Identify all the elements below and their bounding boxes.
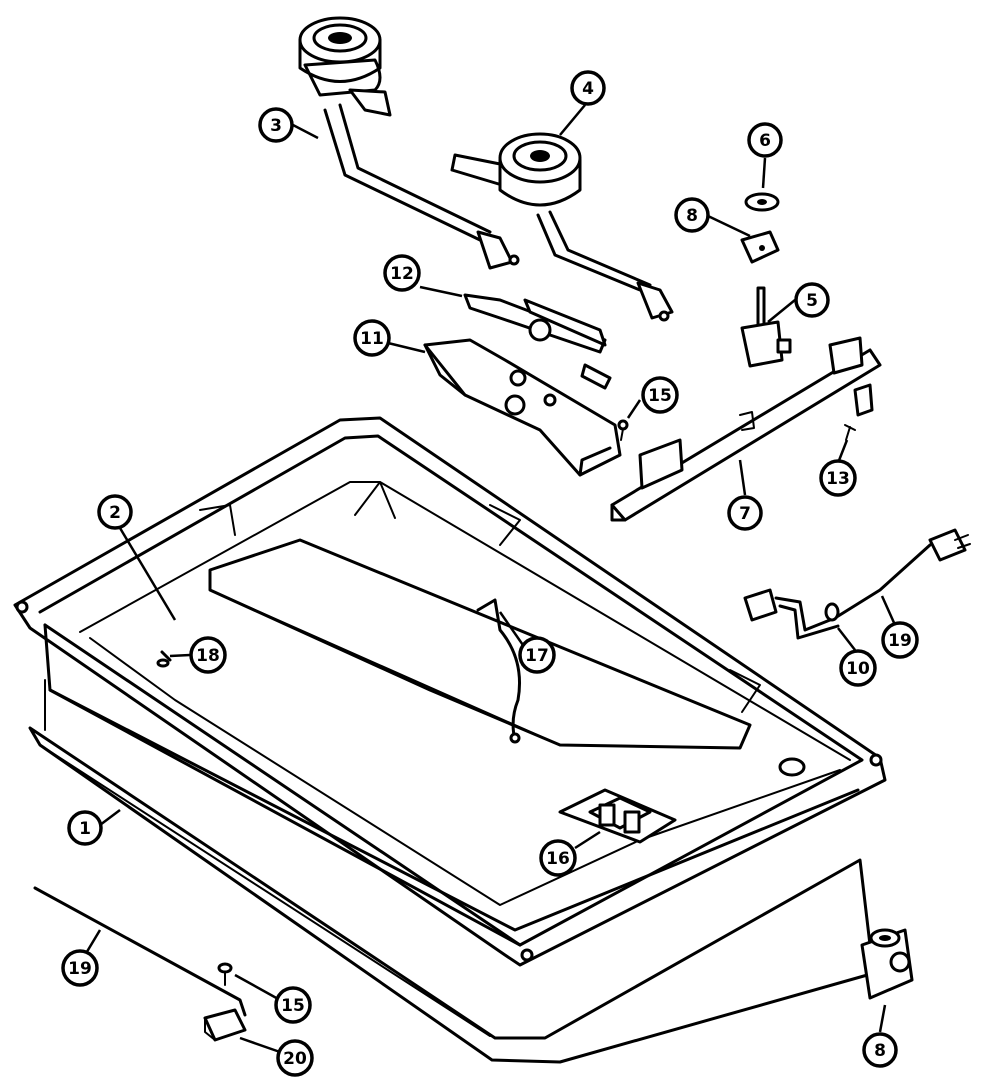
power-cord-assembly [743,528,971,640]
svg-text:5: 5 [806,291,818,311]
callout-10: 10 [839,649,877,687]
svg-text:3: 3 [270,116,282,136]
callout-6: 6 [747,122,783,158]
callout-8-top: 8 [674,197,710,233]
callout-13: 13 [819,459,857,497]
lower-bracket [203,1008,247,1042]
knob-washer [744,192,780,212]
callout-2: 2 [97,494,133,530]
svg-text:12: 12 [390,264,414,284]
callout-7: 7 [727,495,763,531]
svg-text:10: 10 [846,659,870,679]
callout-15-top: 15 [641,376,679,414]
right-burner-assembly [450,132,674,322]
svg-text:6: 6 [759,131,771,151]
callout-15-bottom: 15 [274,986,312,1024]
callout-16: 16 [539,839,577,877]
support-rod [33,886,247,1017]
svg-text:19: 19 [888,631,912,651]
callout-14: 17 [518,636,556,674]
callout-20: 20 [276,1039,314,1077]
callout-19: 19 [61,949,99,987]
gas-valve [740,286,792,368]
svg-text:15: 15 [281,996,305,1016]
svg-text:11: 11 [360,329,384,349]
screw-15-upper [617,419,629,441]
grommet-18 [156,650,172,668]
callout-11: 11 [353,319,391,357]
callout-18: 18 [189,636,227,674]
svg-text:8: 8 [686,206,698,226]
screw-15-lower [217,962,233,986]
svg-text:17: 17 [525,646,549,666]
svg-text:20: 20 [283,1049,307,1069]
cooktop-main-top [13,416,887,967]
svg-text:2: 2 [109,503,121,523]
svg-text:8: 8 [874,1041,886,1061]
burner-base-bracket [423,338,622,477]
svg-text:1: 1 [79,819,91,839]
callout-12: 12 [383,254,421,292]
callout-17: 19 [881,621,919,659]
svg-text:16: 16 [546,849,570,869]
svg-text:7: 7 [739,504,751,524]
callout-1: 1 [67,810,103,846]
svg-text:18: 18 [196,646,220,666]
svg-text:19: 19 [68,959,92,979]
svg-text:13: 13 [826,469,850,489]
valve-clip [740,230,780,264]
pressure-regulator [860,928,914,1000]
ground-wire [476,598,522,744]
callout-4: 4 [570,70,606,106]
callout-3: 3 [258,107,294,143]
svg-text:15: 15 [648,386,672,406]
manifold-bar [610,336,882,522]
callout-5: 5 [794,282,830,318]
manifold-screw [844,424,856,441]
callout-8-bottom: 8 [862,1032,898,1068]
burner-bracket-upper [463,293,612,390]
svg-text:4: 4 [582,79,594,99]
left-burner-assembly [298,16,520,270]
leader-lines [83,104,897,1054]
